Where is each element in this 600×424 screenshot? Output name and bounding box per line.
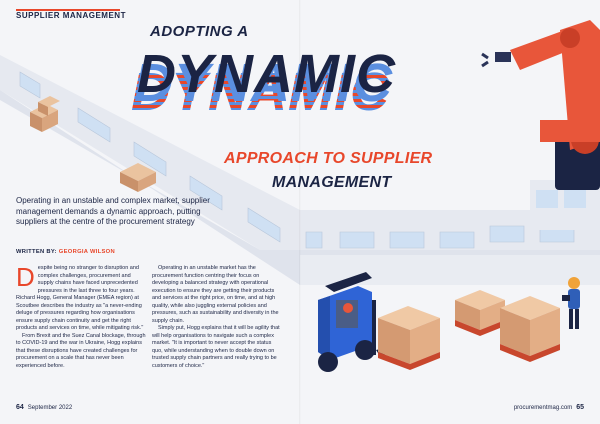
- body-column-2: Operating in an unstable market has the …: [152, 265, 282, 370]
- forklift: [318, 272, 436, 372]
- section-label: SUPPLIER MANAGEMENT: [16, 11, 126, 20]
- conveyor-boxes: [30, 96, 156, 192]
- paragraph: Operating in an unstable market has the …: [152, 265, 279, 324]
- dropcap: D: [16, 262, 35, 292]
- wall-windows: [19, 71, 575, 249]
- headline-line3: APPROACH TO SUPPLIER: [224, 150, 433, 167]
- right-window-2: [564, 190, 586, 208]
- worker-figure: [562, 277, 580, 329]
- page-gutter: [299, 0, 301, 424]
- headline-extrude-2: DYNAMIC: [131, 62, 390, 122]
- robot-arm: [481, 20, 600, 190]
- forklift-load: [378, 306, 440, 370]
- paragraph-text: espite being no stranger to disruption a…: [16, 265, 144, 331]
- byline-prefix: WRITTEN BY:: [16, 249, 57, 255]
- byline-author: GEORGIA WILSON: [58, 249, 115, 255]
- page-number-right: 65: [576, 404, 584, 411]
- site-url: procurementmag.com: [513, 405, 573, 411]
- headline-extrude-1: DYNAMIC: [134, 53, 393, 113]
- paragraph: From Brexit and the Suez Canal blockage,…: [16, 332, 146, 369]
- pallet-stack-1: [455, 290, 505, 336]
- page-number-left: 64: [16, 404, 24, 411]
- pallet-stack-2: [500, 296, 560, 362]
- byline: WRITTEN BY: GEORGIA WILSON: [16, 249, 115, 255]
- headline-kicker: ADOPTING A: [150, 23, 249, 40]
- section-rule: [16, 9, 120, 11]
- right-window-1: [536, 190, 558, 208]
- headline-main: DYNAMIC: [137, 44, 396, 104]
- headline-line4: MANAGEMENT: [272, 174, 392, 191]
- standfirst: Operating in an unstable and complex mar…: [16, 196, 210, 226]
- paragraph: Simply put, Hogg explains that it will b…: [152, 325, 280, 369]
- issue-date: September 2022: [27, 405, 73, 411]
